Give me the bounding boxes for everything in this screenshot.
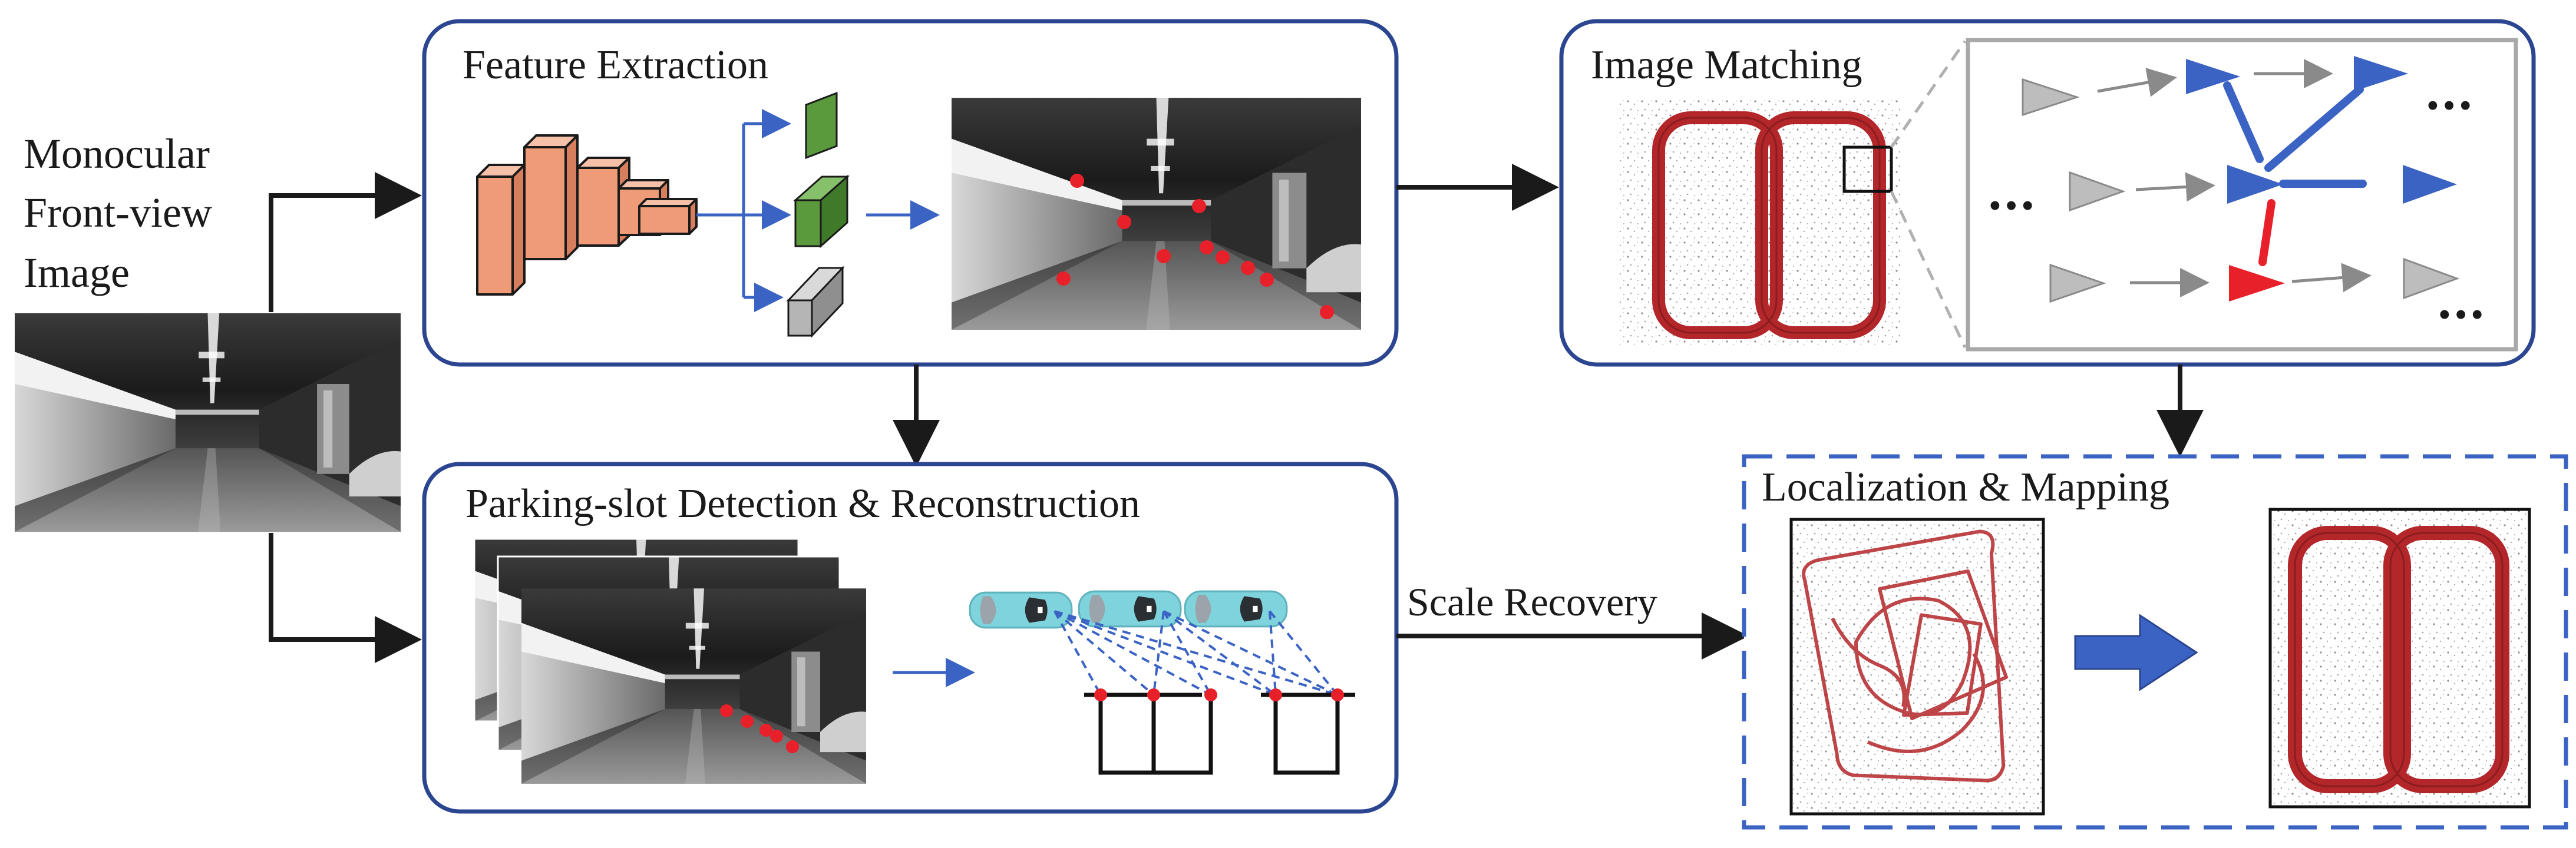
- input-image: [15, 313, 401, 532]
- loop-closure-link: [2258, 199, 2276, 266]
- input-label-line-1: Monocular: [24, 130, 210, 177]
- node-grey: [2022, 78, 2080, 117]
- node-red: [2229, 265, 2285, 302]
- parking-slot-module: Parking-slot Detection & Reconstruction: [422, 462, 1399, 814]
- arrow-input-to-parking: [269, 533, 422, 663]
- localization-module: Localization & Mapping: [1742, 454, 2568, 830]
- cnn-layer-1: [476, 164, 526, 296]
- projection-rays: [1053, 610, 1339, 696]
- optimized-map: [2268, 508, 2531, 809]
- input-label-line-2: Front-view: [24, 189, 212, 236]
- feature-keypoints-image: [952, 98, 1361, 330]
- ellipsis: •••: [1989, 186, 2037, 226]
- feature-extraction-module: Feature Extraction: [422, 19, 1399, 367]
- zoom-region: [1842, 145, 1893, 193]
- image-sequence: [470, 538, 866, 784]
- node-grey: [2403, 257, 2460, 300]
- input-block: Monocular Front-view Image: [15, 130, 401, 532]
- cnn-layer-5: [638, 198, 698, 235]
- zoom-connector: [1890, 40, 1967, 349]
- slot-corner-markers: [1094, 688, 1344, 701]
- car-pose-1: [969, 591, 1073, 629]
- input-arrows: [269, 172, 422, 663]
- keypoint-dots: [1056, 174, 1334, 319]
- graph-ellipses: ••• ••• •••: [1989, 86, 2487, 335]
- node-blue: [2227, 165, 2283, 204]
- pose-graph: ••• ••• •••: [1966, 38, 2518, 352]
- node-grey: [2069, 171, 2126, 212]
- camera-poses: [969, 590, 1288, 629]
- localization-title: Localization & Mapping: [1762, 465, 2169, 510]
- scale-recovery-label: Scale Recovery: [1407, 579, 1657, 624]
- cnn-output-fork: [696, 109, 791, 312]
- input-label-line-3: Image: [24, 249, 130, 296]
- arrow-input-to-feature: [269, 172, 422, 312]
- global-descriptor: [786, 266, 845, 338]
- ellipsis: •••: [2426, 86, 2475, 126]
- cnn-layer-2: [523, 134, 579, 260]
- car-pose-3: [1184, 590, 1288, 628]
- trajectory-map: [1617, 100, 1900, 344]
- car-pose-2: [1078, 590, 1182, 628]
- descriptor-head: [793, 174, 850, 249]
- ellipsis: •••: [2438, 295, 2487, 335]
- node-blue: [2354, 56, 2408, 91]
- image-matching-title: Image Matching: [1591, 42, 1862, 88]
- parking-slot-title: Parking-slot Detection & Reconstruction: [465, 481, 1140, 526]
- graph-nodes: [2022, 56, 2460, 303]
- node-grey: [2049, 263, 2106, 303]
- image-matching-module: Image Matching: [1559, 19, 2536, 367]
- node-blue: [2403, 165, 2457, 204]
- drifted-map: [1789, 518, 2045, 816]
- optimization-arrow: [2074, 614, 2198, 691]
- cnn-backbone: [476, 134, 698, 296]
- node-blue: [2186, 59, 2240, 94]
- scale-recovery-edge: Scale Recovery: [1396, 579, 1749, 660]
- slot-corner-dots: [720, 704, 799, 753]
- keypoint-head: [805, 91, 838, 160]
- reconstruction-scene: [969, 590, 1355, 775]
- feature-extraction-title: Feature Extraction: [463, 42, 768, 88]
